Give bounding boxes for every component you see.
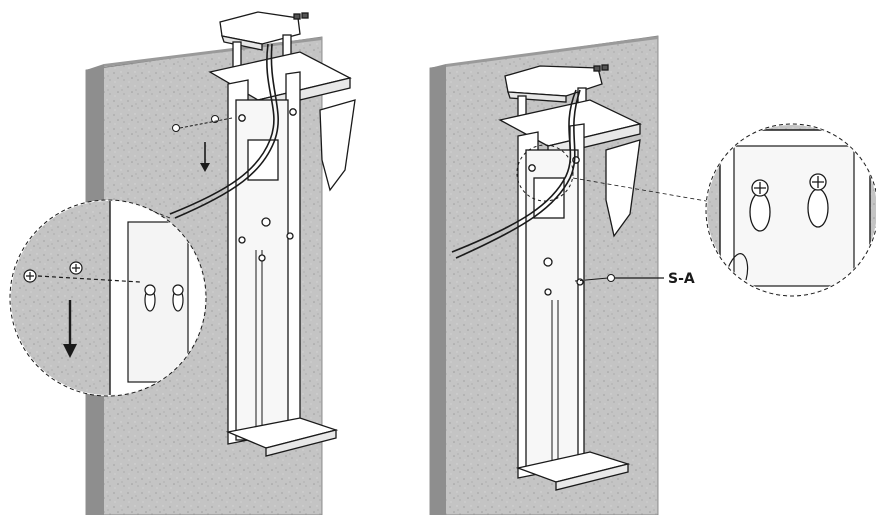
right-magnifier — [705, 123, 876, 297]
magnifier-down-arrow-icon — [63, 300, 77, 358]
keyhole-screw-slide-down-icon — [144, 284, 184, 312]
right-zoom-source — [516, 144, 574, 202]
left-cable — [169, 43, 275, 215]
right-mount-frame — [498, 64, 642, 491]
callout-label-sa: S-A — [668, 271, 695, 287]
left-mount-frame — [208, 11, 356, 457]
left-screws — [172, 115, 233, 132]
right-step: S-A — [429, 35, 876, 515]
left-magnifier — [9, 199, 207, 397]
down-arrow-icon — [200, 142, 210, 172]
keyhole-screw-detail-icon — [749, 173, 829, 232]
right-cable — [451, 89, 577, 253]
left-step — [9, 11, 356, 515]
screw-sa — [574, 274, 615, 282]
